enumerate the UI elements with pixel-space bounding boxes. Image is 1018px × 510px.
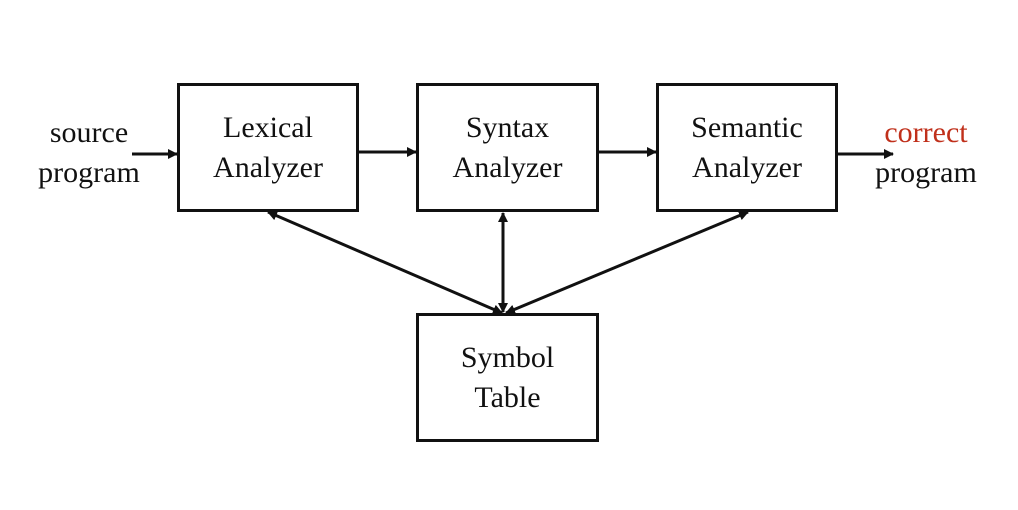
semantic-analyzer-box: Semantic Analyzer [656,83,838,212]
output-label: correct program [862,113,990,193]
lexical-analyzer-box: Lexical Analyzer [177,83,359,212]
syntax-analyzer-line2: Analyzer [452,150,563,184]
symbol-table-box: Symbol Table [416,313,599,442]
output-label-line2: program [875,156,977,189]
syntax-analyzer-line1: Syntax [465,110,550,144]
arrow-semantic-symbol-bidirectional [505,210,749,315]
lexical-analyzer-line1: Lexical [223,110,313,144]
semantic-analyzer-line1: Semantic [691,110,803,144]
arrow-lexical-symbol-bidirectional [267,210,503,315]
input-label: source program [28,113,150,193]
input-label-line2: program [38,156,140,189]
input-label-line1: source [49,116,129,149]
syntax-analyzer-box: Syntax Analyzer [416,83,599,212]
lexical-analyzer-line2: Analyzer [213,150,323,184]
semantic-analyzer-line2: Analyzer [692,150,802,184]
output-label-line1: correct [884,116,968,149]
symbol-table-line2: Table [474,380,541,414]
symbol-table-line1: Symbol [460,340,555,374]
